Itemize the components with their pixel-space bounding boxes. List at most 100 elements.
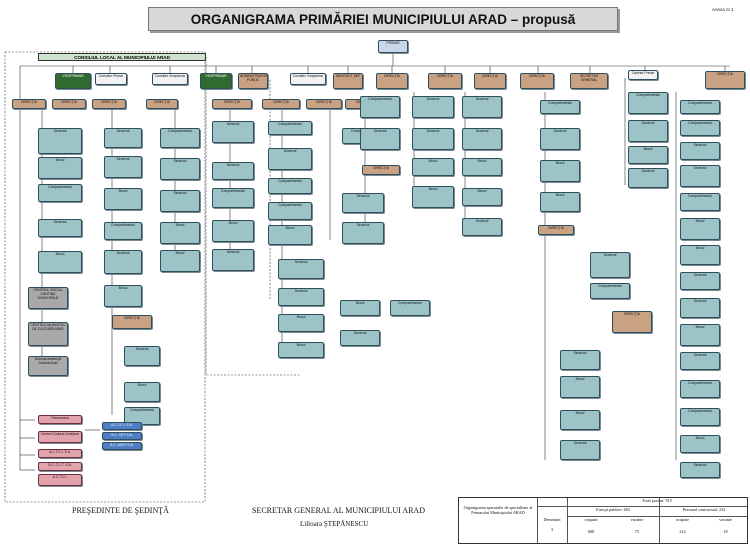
compartment-box: Compartimentul bbox=[680, 193, 720, 211]
annex-label: Anexa nr.1 bbox=[712, 7, 734, 12]
company-box: S.C. CET S.A. bbox=[102, 432, 142, 440]
service-box: Biroul bbox=[104, 188, 142, 210]
service-box: Serviciul bbox=[628, 168, 668, 188]
service-box: Serviciul bbox=[104, 128, 142, 148]
service-box: Biroul bbox=[462, 158, 502, 176]
service-box: Serviciul bbox=[462, 218, 502, 236]
subordinate-unit-box: Direcţia Asistenţă Socială Arad bbox=[28, 356, 68, 376]
page-title: ORGANIGRAMA PRIMĂRIEI MUNICIPIULUI ARAD … bbox=[148, 7, 618, 31]
consilier-vp-box: Consilier Viceprimar bbox=[152, 73, 188, 85]
company-box: S.C. ACET S.A. bbox=[102, 442, 142, 450]
service-box: Biroul bbox=[680, 218, 720, 240]
service-box: Biroul bbox=[38, 157, 82, 179]
service-box: Biroul bbox=[340, 300, 380, 316]
service-box: Biroul bbox=[278, 314, 324, 332]
consilier-vp-box-2: Consilier Viceprimar bbox=[290, 73, 326, 85]
service-box: Serviciul bbox=[412, 128, 454, 150]
company-box: Centrul Cultural Judeţean bbox=[38, 431, 82, 443]
directorate-box: DIRECŢIA bbox=[212, 99, 252, 109]
service-box: Serviciul bbox=[212, 121, 254, 143]
service-box: Serviciul bbox=[38, 219, 82, 237]
compartment-box: Compartimentul bbox=[390, 300, 430, 316]
secretary-signature-label: SECRETAR GENERAL AL MUNICIPIULUI ARAD bbox=[252, 506, 425, 515]
service-box: Serviciul bbox=[412, 96, 454, 118]
service-box: Biroul bbox=[628, 146, 668, 164]
directorate-box: DIRECŢIA bbox=[520, 73, 554, 89]
compartment-box: Compartimentul bbox=[38, 184, 82, 202]
company-box: A.C.T.C.I. S.A. bbox=[102, 422, 142, 430]
service-box: Serviciul bbox=[680, 462, 720, 478]
subordinate-unit-box: CENTRUL SOCIAL CANTINA MUNICIPALĂ bbox=[28, 287, 68, 309]
service-box: Biroul bbox=[540, 192, 580, 212]
compartment-box: Compartimentul bbox=[268, 202, 312, 220]
summary-vacant: vacante bbox=[630, 517, 644, 522]
service-box: Biroul bbox=[212, 220, 254, 242]
service-box: Serviciul bbox=[560, 440, 600, 460]
summary-occupied: ocupate bbox=[584, 517, 598, 522]
service-box: Biroul bbox=[540, 160, 580, 182]
service-box: Biroul bbox=[462, 188, 502, 206]
summary-value: 18 bbox=[723, 529, 728, 534]
compartment-box: Compartimentul bbox=[104, 222, 142, 240]
service-box: Serviciul bbox=[360, 128, 400, 150]
cabinet-box: Cabinet Primar bbox=[628, 70, 658, 80]
service-box: Serviciul bbox=[212, 162, 254, 180]
service-box: Biroul bbox=[680, 435, 720, 453]
administrator-box: ADMINISTRATOR PUBLIC bbox=[238, 73, 268, 89]
service-box: Serviciul bbox=[278, 288, 324, 306]
chief-architect-box: ARHITECT ŞEF bbox=[333, 73, 363, 89]
service-box: Serviciul bbox=[680, 142, 720, 160]
service-box: Biroul bbox=[680, 324, 720, 346]
summary-title: Organigrama aparatului de specialitate a… bbox=[463, 505, 533, 515]
summary-contract-staff: Personal contractual: 232 bbox=[682, 507, 726, 512]
directorate-box: DIRECŢIA bbox=[538, 225, 574, 235]
compartment-box: Compartimentul bbox=[360, 96, 400, 118]
company-box: A.C.T.C.I. S.A. bbox=[38, 449, 82, 458]
service-box: Biroul bbox=[278, 342, 324, 358]
service-box: Biroul bbox=[560, 410, 600, 430]
president-signature-label: PREŞEDINTE DE ŞEDINŢĂ bbox=[72, 506, 169, 515]
summary-total: Total posturi: 915 bbox=[642, 498, 672, 503]
summary-table: Organigrama aparatului de specialitate a… bbox=[458, 497, 748, 544]
summary-public-functions: Funcţii publice: 683 bbox=[596, 507, 630, 512]
directorate-box: DIRECŢIA bbox=[92, 99, 126, 109]
summary-dignitaries: Demnitari bbox=[543, 517, 561, 522]
directorate-box: DIRECŢIA bbox=[52, 99, 86, 109]
directorate-box: DIRECŢIA bbox=[428, 73, 462, 89]
service-box: Serviciul bbox=[560, 350, 600, 370]
directorate-box: DIRECŢIA bbox=[362, 165, 400, 175]
service-box: Serviciul bbox=[124, 346, 160, 366]
service-box: Serviciul bbox=[680, 298, 720, 318]
service-box: Serviciul bbox=[342, 193, 384, 213]
summary-occupied-2: ocupate bbox=[675, 517, 690, 522]
service-box: Serviciul bbox=[680, 272, 720, 290]
compartment-box: Compartimentul bbox=[680, 408, 720, 426]
directorate-box: DIRECŢIA bbox=[474, 73, 506, 89]
service-box: Serviciul bbox=[38, 128, 82, 154]
directorate-box: DIRECŢIA bbox=[262, 99, 300, 109]
service-box: Biroul bbox=[680, 245, 720, 265]
service-box: Biroul bbox=[104, 285, 142, 307]
service-box: Serviciul bbox=[342, 222, 384, 244]
summary-vacant-2: vacante bbox=[719, 517, 732, 522]
compartment-box: Compartimentul bbox=[160, 128, 200, 148]
directorate-box: DIRECŢIA bbox=[12, 99, 46, 109]
secretary-name: Lilioara ŞTEPĂNESCU bbox=[300, 520, 369, 528]
summary-value: 608 bbox=[587, 529, 595, 534]
service-box: Serviciul bbox=[340, 330, 380, 346]
service-box: Biroul bbox=[160, 250, 200, 272]
summary-value: 75 bbox=[634, 529, 640, 534]
company-box: A.C.T.C.I. bbox=[38, 474, 82, 486]
service-box: Serviciul bbox=[268, 148, 312, 170]
compartment-box: Compartimentul bbox=[212, 188, 254, 208]
summary-value: 214 bbox=[679, 529, 686, 534]
service-box: Serviciul bbox=[104, 156, 142, 178]
service-box: Biroul bbox=[38, 251, 82, 273]
service-box: Serviciul bbox=[462, 96, 502, 118]
directorate-box: DIRECŢIA bbox=[705, 71, 745, 89]
compartment-box: Compartimentul bbox=[680, 380, 720, 398]
secretary-general-box: SECRETAR GENERAL bbox=[570, 73, 608, 89]
vice-mayor-box: VICEPRIMAR bbox=[55, 73, 91, 89]
service-box: Serviciul bbox=[212, 249, 254, 271]
